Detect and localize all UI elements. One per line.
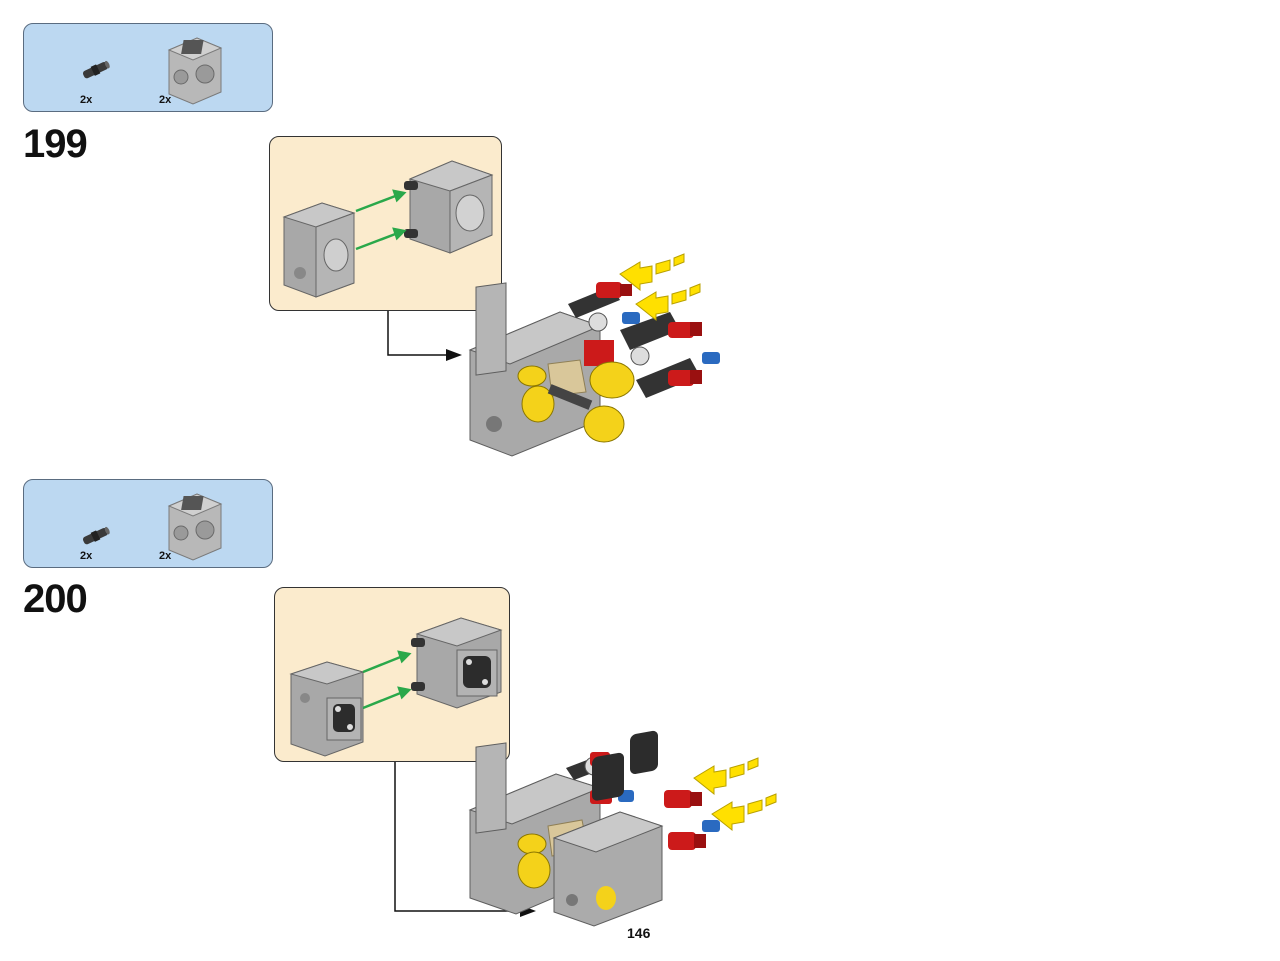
sub-assembly-illustration (289, 617, 503, 757)
sub-assembly-box (269, 136, 502, 311)
part-qty: 2x (80, 94, 93, 106)
part-qty: 2x (159, 550, 172, 562)
page-number: 146 (627, 925, 651, 941)
step-number: 199 (23, 122, 88, 166)
parts-list-box: 2x 2x (23, 23, 273, 112)
sub-assembly-illustration (282, 160, 494, 298)
step-number: 200 (23, 577, 88, 621)
sub-assembly-box (274, 587, 510, 762)
connector-pin-icon (82, 526, 110, 545)
part-qty: 2x (80, 550, 93, 562)
part-qty: 2x (159, 94, 172, 106)
parts-list-box: 2x 2x (23, 479, 273, 568)
engine-cylinder-block-icon (167, 37, 223, 105)
connector-pin-icon (82, 60, 110, 79)
engine-cylinder-block-icon (167, 493, 223, 561)
